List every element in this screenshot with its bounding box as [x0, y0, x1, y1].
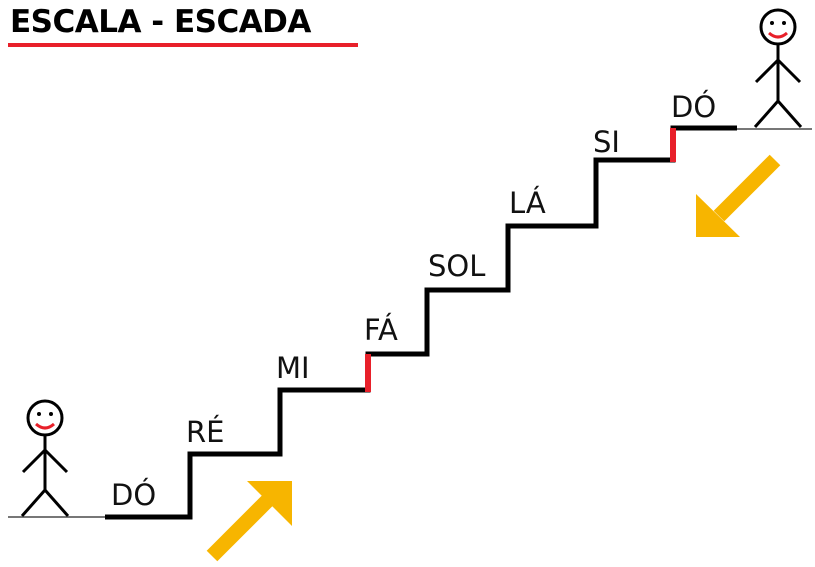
note-label-fa: FÁ [364, 313, 398, 347]
arrow-down-left-icon [696, 154, 781, 237]
title-underline [8, 43, 358, 47]
page-title: ESCALA - ESCADA [10, 4, 311, 40]
note-label-mi: MI [276, 351, 310, 385]
stick-figure-icon [753, 8, 803, 128]
note-label-la: LÁ [509, 186, 546, 220]
note-label-do-low: DÓ [111, 478, 157, 512]
staircase-path [105, 125, 737, 520]
note-label-re: RÉ [186, 415, 225, 449]
note-label-do-high: DÓ [671, 90, 717, 124]
arrow-up-right-icon [206, 481, 292, 562]
stick-figure-icon [20, 399, 70, 517]
note-label-si: SI [593, 125, 620, 159]
note-label-sol: SOL [428, 249, 486, 283]
